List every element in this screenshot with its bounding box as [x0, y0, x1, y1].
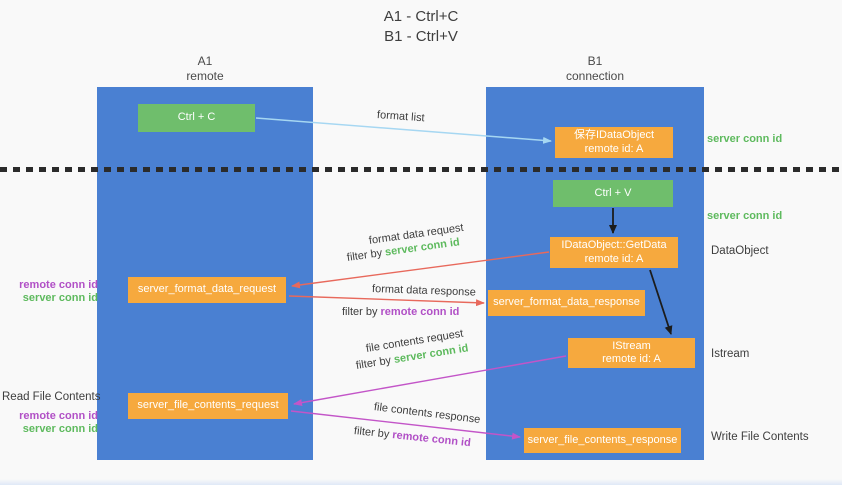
format-server-conn-id-annotation: server conn id	[22, 292, 98, 304]
save-dataobject-line1: 保存IDataObject	[573, 129, 655, 141]
write-file-contents-annotation: Write File Contents	[711, 431, 809, 443]
istream-node: IStream remote id: A	[568, 338, 695, 368]
bottom-edge-strip	[0, 479, 842, 485]
format-remote-conn-id-annotation: remote conn id	[19, 279, 98, 291]
filter-by-text: filter by	[342, 306, 381, 318]
title-line-2: B1 - Ctrl+V	[384, 28, 458, 45]
server-conn-id-annotation-top: server conn id	[707, 133, 783, 145]
file-contents-response-filter-label: filter by remote conn id	[353, 425, 471, 449]
server-file-contents-response-node: server_file_contents_response	[524, 428, 681, 453]
format-data-response-label: format data response	[371, 283, 477, 299]
server-format-data-request-node: server_format_data_request	[128, 277, 286, 303]
ctrl-c-node: Ctrl + C	[138, 104, 255, 132]
server-conn-id-annotation-mid: server conn id	[707, 210, 783, 222]
server-format-data-request-label: server_format_data_request	[137, 283, 277, 296]
idataobject-getdata-node: IDataObject::GetData remote id: A	[550, 237, 678, 268]
filter-by-text: filter by	[355, 354, 395, 372]
column-header-a1: A1 remote	[97, 54, 313, 84]
column-a1-subtitle: remote	[186, 69, 224, 83]
phase-separator-dotted-line	[0, 167, 842, 172]
istream-line2: remote id: A	[602, 353, 661, 365]
getdata-line2: remote id: A	[584, 252, 644, 265]
column-b1-subtitle: connection	[565, 69, 625, 83]
save-dataobject-node: 保存IDataObject remote id: A	[555, 127, 673, 158]
server-file-contents-request-label: server_file_contents_request	[137, 399, 279, 412]
column-a1-name: A1	[197, 54, 213, 68]
remote-conn-id-text: remote conn id	[391, 429, 472, 450]
read-file-contents-annotation: Read File Contents	[2, 391, 101, 403]
istream-annotation: Istream	[711, 348, 750, 360]
ctrl-c-label: Ctrl + C	[177, 111, 216, 124]
server-format-data-response-label: server_format_data_response	[493, 296, 640, 309]
remote-conn-id-text: remote conn id	[380, 306, 460, 318]
column-b1-name: B1	[587, 54, 603, 68]
dataobject-annotation: DataObject	[711, 245, 769, 257]
filter-by-text: filter by	[346, 246, 386, 264]
save-dataobject-line2: remote id: A	[584, 142, 644, 155]
server-file-contents-request-node: server_file_contents_request	[128, 393, 288, 419]
format-data-response-filter-label: filter by remote conn id	[342, 306, 459, 318]
ctrl-v-node: Ctrl + V	[553, 180, 673, 207]
ctrl-v-label: Ctrl + V	[594, 186, 632, 199]
istream-line1: IStream	[612, 339, 651, 352]
filter-by-text: filter by	[353, 425, 393, 441]
server-format-data-response-node: server_format_data_response	[488, 290, 645, 316]
server-file-contents-response-label: server_file_contents_response	[527, 433, 678, 446]
format-list-label: format list	[376, 109, 425, 125]
column-header-b1: B1 connection	[486, 54, 704, 84]
file-contents-response-label: file contents response	[373, 401, 481, 426]
file-remote-conn-id-annotation: remote conn id	[19, 410, 98, 422]
title-line-1: A1 - Ctrl+C	[383, 8, 459, 25]
file-server-conn-id-annotation: server conn id	[22, 423, 98, 435]
page-title: A1 - Ctrl+C B1 - Ctrl+V	[0, 7, 842, 47]
getdata-line1: IDataObject::GetData	[561, 239, 667, 251]
